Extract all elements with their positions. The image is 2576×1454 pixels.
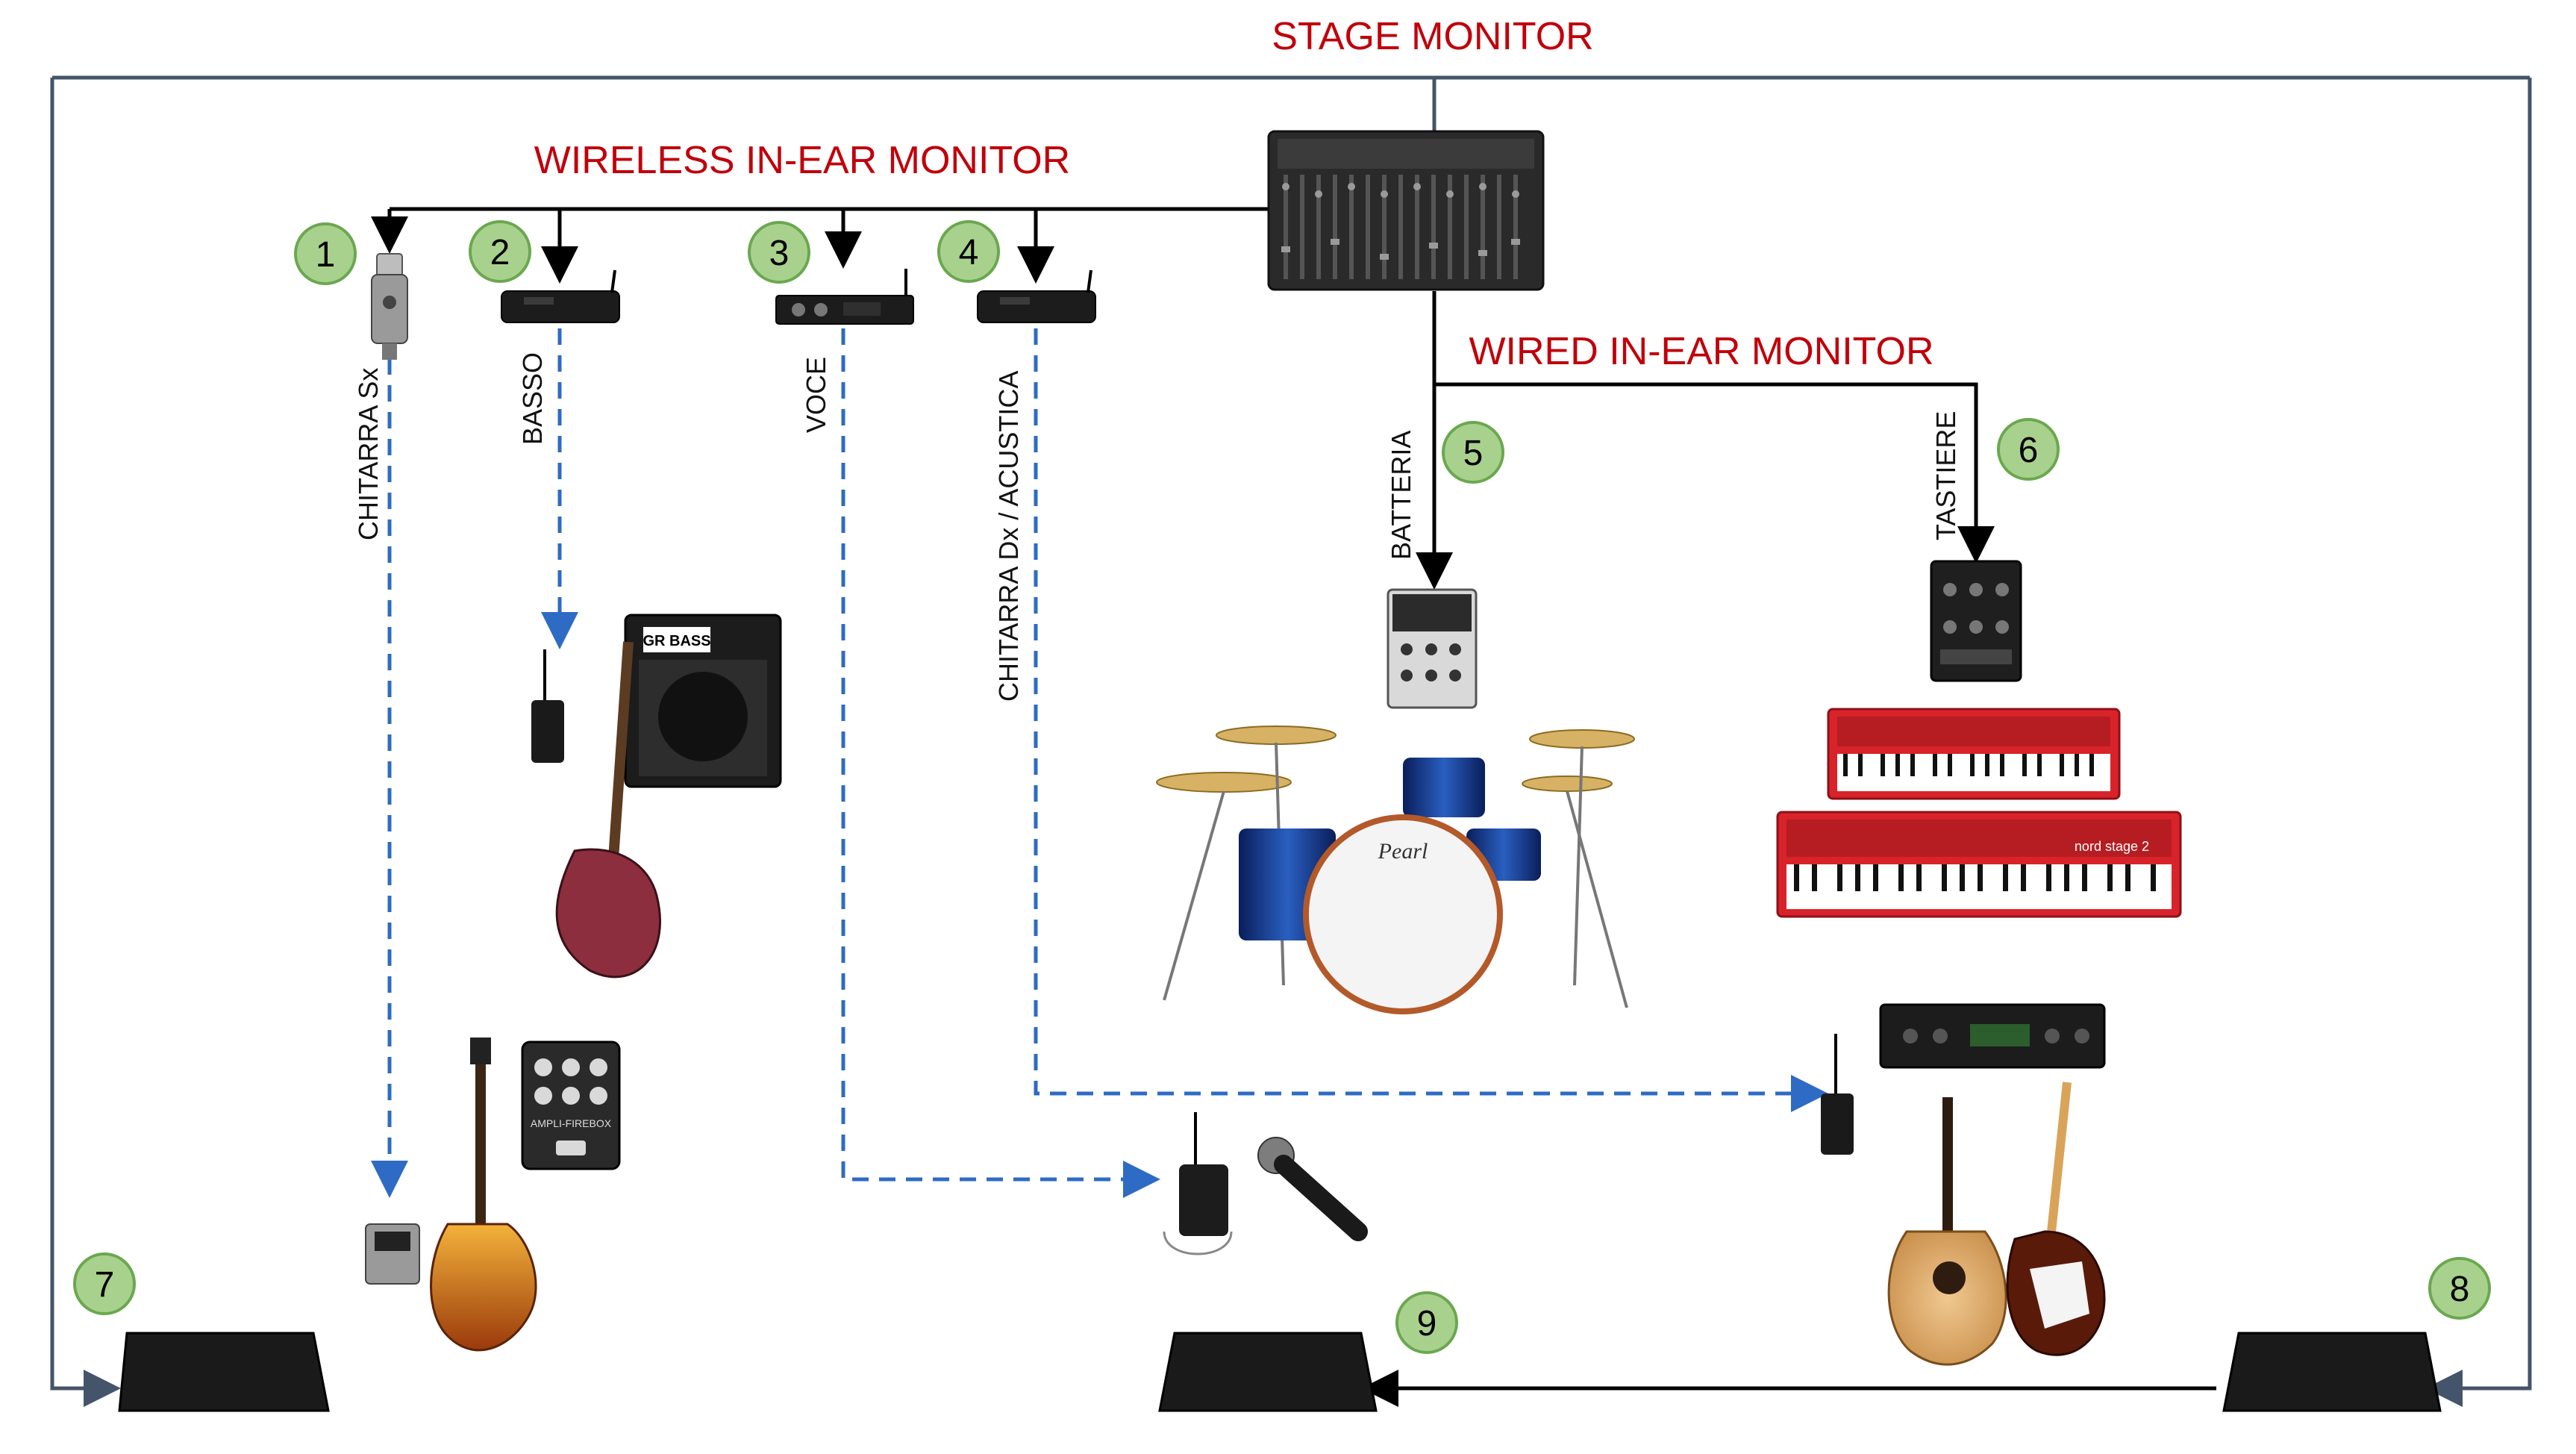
bass-amp-brand: GR BASS <box>643 633 710 649</box>
channel-label-tastiere: TASTIERE <box>1931 411 1961 540</box>
wireless-iem-title: WIRELESS IN-EAR MONITOR <box>534 139 1070 182</box>
wireless-transmitter-4 <box>977 269 1096 323</box>
keys-personal-mixer <box>1930 560 2022 682</box>
badge-2: 2 <box>469 220 531 283</box>
vocal-beltpack <box>1163 1112 1233 1255</box>
bass-beltpack <box>531 649 564 763</box>
stage-monitor-line <box>50 75 2532 1407</box>
badge-8-number: 8 <box>2450 1270 2470 1309</box>
wireless-distribution-lines <box>371 207 1269 284</box>
pedal-label: AMPLI-FIREBOX <box>531 1117 612 1129</box>
channel-label-voce: VOCE <box>801 357 831 433</box>
wired-distribution-lines <box>1416 291 1995 590</box>
nord-keyboard-upper <box>1827 708 2121 800</box>
badge-6: 6 <box>1997 418 2060 481</box>
badge-9: 9 <box>1395 1291 1458 1354</box>
badge-1: 1 <box>294 222 357 285</box>
guitar-dx-beltpack <box>1821 1034 1854 1155</box>
drum-brand: Pearl <box>1378 839 1428 864</box>
badge-7-number: 7 <box>95 1265 115 1305</box>
badge-4-number: 4 <box>959 233 979 272</box>
badge-8: 8 <box>2428 1257 2491 1320</box>
badge-6-number: 6 <box>2019 431 2039 470</box>
amp-head <box>1879 1003 2106 1069</box>
badge-3: 3 <box>748 221 810 284</box>
wireless-links <box>371 328 1828 1198</box>
floor-monitor-7 <box>118 1332 330 1412</box>
channel-label-batteria: BATTERIA <box>1386 431 1416 560</box>
badge-7: 7 <box>73 1252 136 1315</box>
ampli-firebox-pedal: AMPLI-FIREBOX <box>521 1040 621 1170</box>
badge-5: 5 <box>1442 421 1504 484</box>
badge-1-number: 1 <box>316 235 336 275</box>
nord-stage-label: nord stage 2 <box>2075 839 2149 854</box>
stage-monitor-title: STAGE MONITOR <box>1272 15 1593 58</box>
bass-guitar <box>555 641 661 979</box>
guitar-sx-receiver <box>365 1223 420 1285</box>
badge-9-number: 9 <box>1417 1304 1437 1344</box>
xvive-transmitter-1 <box>371 253 408 360</box>
acoustic-guitar <box>1887 1097 2007 1366</box>
wired-iem-title: WIRED IN-EAR MONITOR <box>1469 330 1933 373</box>
les-paul-guitar <box>430 1038 537 1352</box>
badge-2-number: 2 <box>490 233 510 272</box>
channel-label-chitarra-dx: CHITARRA Dx / ACUSTICA <box>993 371 1024 702</box>
badge-5-number: 5 <box>1463 434 1484 473</box>
channel-label-basso: BASSO <box>517 352 548 445</box>
channel-label-chitarra-sx: CHITARRA Sx <box>353 368 384 540</box>
stratocaster-guitar <box>2006 1082 2106 1356</box>
vocal-microphone <box>1257 1137 1368 1241</box>
wireless-transmitter-3 <box>775 269 914 325</box>
main-mixer <box>1267 130 1545 291</box>
floor-monitor-9 <box>1158 1332 1378 1412</box>
floor-monitor-8 <box>2222 1332 2442 1412</box>
badge-4: 4 <box>937 220 1000 283</box>
drum-kit: Pearl <box>1156 726 1635 1014</box>
wireless-transmitter-2 <box>501 269 620 323</box>
drum-personal-mixer <box>1387 588 1478 709</box>
nord-stage-2-keyboard: nord stage 2 <box>1776 811 2182 918</box>
bass-amp: GR BASS <box>624 614 782 788</box>
badge-3-number: 3 <box>769 234 790 273</box>
